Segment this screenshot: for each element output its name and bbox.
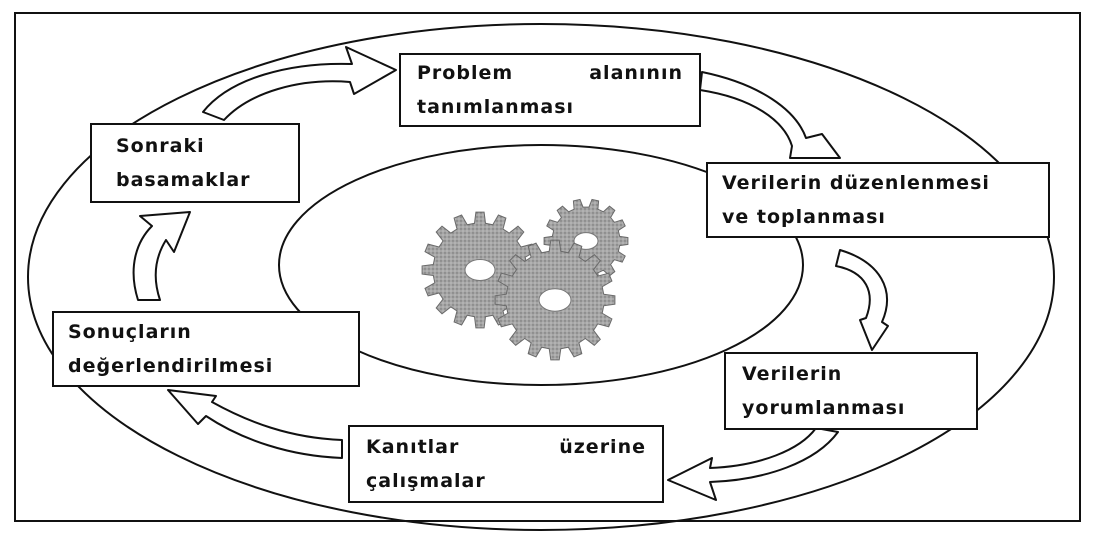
cycle-arrow-evidence-to-evaluate [167, 389, 343, 459]
step-next-line1: Sonraki [116, 135, 205, 157]
step-evidence-line2: çalışmalar [366, 470, 486, 492]
outer-ellipse [27, 23, 1055, 531]
step-data-collection: Verilerin düzenlenmesi ve toplanması [706, 162, 1050, 238]
gears-icon [421, 198, 629, 361]
step-problem-definition: Problem alanının tanımlanması [399, 53, 701, 127]
cycle-arrow-next-to-problem [202, 46, 397, 121]
step-interpret-line2: yorumlanması [742, 397, 906, 419]
step-collect-line2: ve toplanması [722, 206, 886, 228]
step-data-interpretation: Verilerin yorumlanması [724, 352, 978, 430]
gear-left-hole [464, 259, 496, 281]
step-problem-line2: tanımlanması [417, 96, 575, 118]
step-interpret-line1: Verilerin [742, 363, 843, 385]
cycle-arrow-evaluate-to-next [132, 211, 191, 301]
step-evaluate-line2: değerlendirilmesi [68, 355, 274, 377]
cycle-arrow-interpret-to-evidence [667, 427, 839, 501]
step-evidence-line1-a: Kanıtlar [366, 436, 460, 458]
step-result-evaluation: Sonuçların değerlendirilmesi [52, 311, 360, 387]
inner-ellipse [278, 144, 804, 386]
step-evidence-line1-b: üzerine [559, 436, 646, 458]
step-evaluate-line1: Sonuçların [68, 321, 192, 343]
step-next-line2: basamaklar [116, 169, 251, 191]
step-evidence-work: Kanıtlar üzerine çalışmalar [348, 425, 664, 503]
cycle-arrow-collect-to-interpret [835, 249, 889, 351]
step-problem-line1-b: alanının [589, 62, 683, 84]
step-collect-line1: Verilerin düzenlenmesi [722, 172, 990, 194]
step-problem-line1-a: Problem [417, 62, 514, 84]
step-next-steps: Sonraki basamaklar [90, 123, 300, 203]
gear-front-hole [538, 288, 572, 312]
cycle-arrow-problem-to-collect [699, 71, 841, 159]
